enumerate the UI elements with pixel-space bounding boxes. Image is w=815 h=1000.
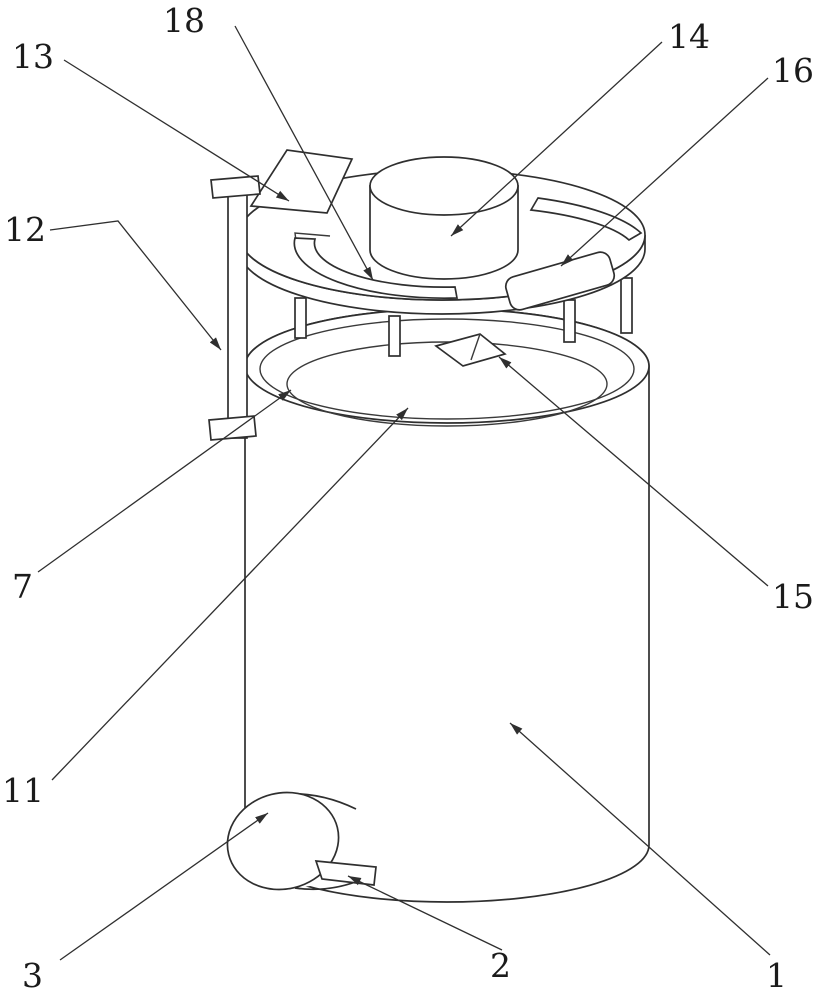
curved-arc-slot-right bbox=[529, 197, 643, 242]
ref-label-2: 2 bbox=[490, 946, 511, 985]
leader-line-15 bbox=[498, 356, 769, 587]
lid-assembly bbox=[238, 149, 646, 315]
ref-label-16: 16 bbox=[772, 51, 814, 90]
support-post bbox=[388, 315, 401, 357]
side-bracket bbox=[208, 175, 261, 441]
ref-label-13: 13 bbox=[12, 37, 54, 76]
ref-label-7: 7 bbox=[12, 567, 33, 606]
leader-line-1 bbox=[509, 722, 771, 956]
ref-label-15: 15 bbox=[772, 577, 814, 616]
ref-label-3: 3 bbox=[22, 956, 43, 995]
leader-line-18 bbox=[234, 25, 374, 281]
ref-label-18: 18 bbox=[163, 1, 205, 40]
leader-line-7 bbox=[37, 389, 292, 573]
cylinder-inner-rim bbox=[259, 318, 635, 420]
support-post bbox=[563, 299, 576, 343]
bracket-bar bbox=[227, 189, 248, 439]
support-post bbox=[620, 277, 633, 334]
flap-plate bbox=[434, 333, 507, 367]
leader-line-11 bbox=[51, 407, 409, 781]
leader-line-13 bbox=[63, 59, 290, 202]
ref-label-11: 11 bbox=[2, 771, 44, 810]
center-knob-top bbox=[369, 156, 519, 216]
leader-line-3 bbox=[59, 812, 269, 961]
rounded-slot-plate bbox=[504, 251, 616, 311]
leader-line-2 bbox=[347, 875, 503, 951]
inner-flap bbox=[434, 333, 507, 367]
curved-arc-slot bbox=[293, 237, 459, 300]
ref-label-12: 12 bbox=[4, 210, 46, 249]
ref-label-1: 1 bbox=[766, 956, 787, 995]
ref-label-14: 14 bbox=[668, 17, 710, 56]
leader-line-14 bbox=[450, 41, 663, 237]
leader-line-16 bbox=[560, 77, 769, 267]
support-post bbox=[294, 297, 307, 339]
leader-lines bbox=[37, 25, 771, 961]
inner-liner-ring bbox=[286, 341, 608, 427]
leader-line-12 bbox=[49, 220, 222, 351]
bracket-top-tab bbox=[210, 175, 261, 199]
flap-fold-line bbox=[470, 333, 481, 361]
bracket-bottom-tab bbox=[208, 415, 257, 441]
bottom-spout bbox=[226, 791, 377, 891]
